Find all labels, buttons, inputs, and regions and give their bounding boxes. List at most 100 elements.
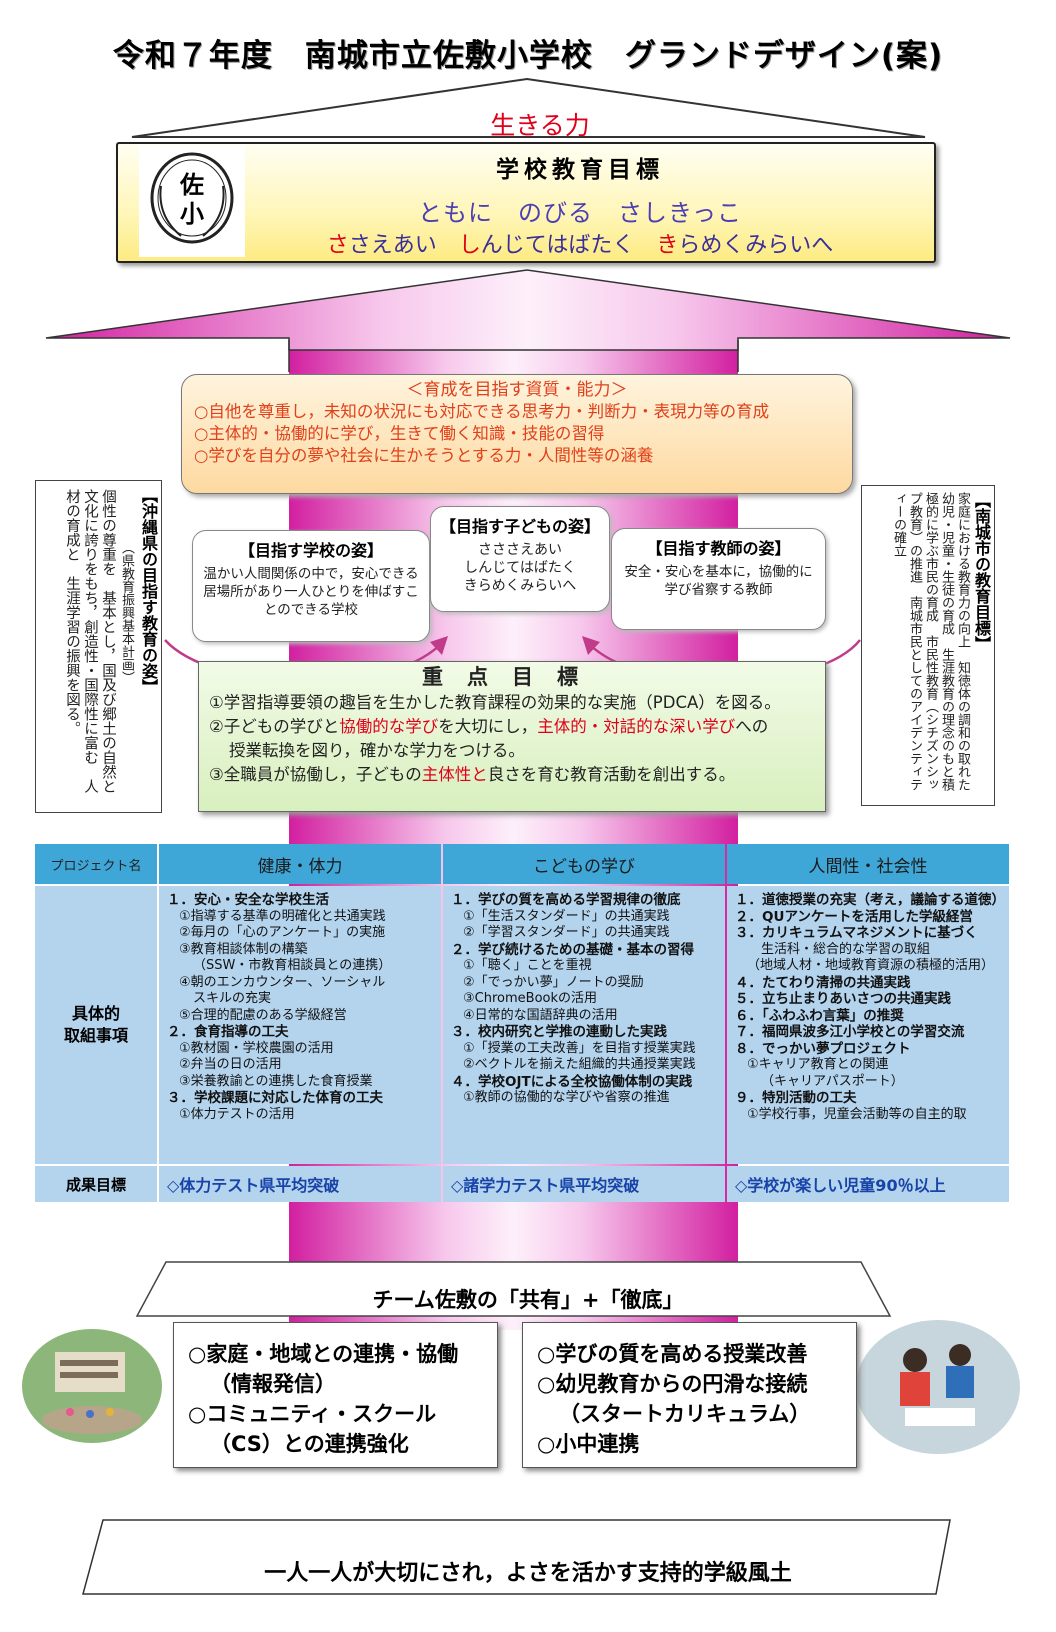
community-item: （CS）との連携強化 — [210, 1432, 409, 1456]
quality-item: ○主体的・協働的に学び，生きて働く知識・技能の習得 — [194, 424, 605, 443]
school-goal-acrostic: ささえあい しんじてはばたく きらめくみらいへ — [326, 233, 834, 258]
action-item: ③栄養教諭との連携した食育授業 — [179, 1073, 373, 1089]
okinawa-heading: 【沖縄県の目指す教育の姿】 — [139, 487, 158, 695]
team-banner-text: チーム佐敷の「共有」+「徹底」 — [372, 1288, 684, 1312]
school-goal-box — [116, 142, 936, 263]
page-title: 令和７年度 南城市立佐敷小学校 グランドデザイン(案) — [112, 38, 944, 74]
row-label-actions: 具体的 取組事項 — [35, 886, 157, 1164]
quality-item: ○学びを自分の夢や社会に生かそうとする力・人間性等の涵養 — [194, 446, 654, 465]
action-item: （地域人材・地域教育資源の積極的活用） — [747, 958, 995, 973]
action-item: 生活科・総合的な学習の取組 — [761, 941, 931, 957]
action-item: ①指導する基準の明確化と共通実践 — [179, 908, 386, 924]
teacher-image-box: 【目指す教師の姿】 安全・安心を基本に，協働的に学び省察する教師 — [611, 528, 826, 630]
action-item: ②「でっかい夢」ノートの奨励 — [463, 974, 644, 990]
teacher-image-heading: 【目指す教師の姿】 — [646, 539, 791, 558]
quality-item: ○自他を尊重し，未知の状況にも対応できる思考力・判断力・表現力等の育成 — [194, 402, 770, 421]
action-item: ③教育相談体制の構築 — [179, 941, 308, 957]
action-item: ①教材園・学校農園の活用 — [179, 1040, 334, 1056]
action-item: ３．カリキュラムマネジメントに基づく — [735, 925, 978, 941]
child-image-line: きらめくみらいへ — [463, 578, 577, 594]
focus-line-2b: 授業転換を図り，確かな学力をつける。 — [229, 741, 525, 760]
school-goal-heading: 学校教育目標 — [496, 157, 664, 183]
nanjo-body: 家庭における教育力の向上 知徳体の調和の取れた幼児・児童・生徒の育成 生涯教育の… — [891, 492, 970, 791]
action-item: ８．でっかい夢プロジェクト — [735, 1040, 911, 1057]
qualities-heading: ＜育成を目指す資質・能力＞ — [406, 380, 628, 400]
column-header: 人間性・社会性 — [727, 844, 1009, 884]
lesson-box: ○学びの質を高める授業改善 ○幼児教育からの円滑な接続 （スタートカリキュラム）… — [522, 1322, 857, 1468]
action-item: ①「生活スタンダード」の共通実践 — [463, 908, 670, 924]
project-table: プロジェクト名 健康・体力 こどもの学び 人間性・社会性 具体的 取組事項 １．… — [33, 842, 1009, 1204]
action-item: ３．学校課題に対応した体育の工夫 — [167, 1090, 383, 1106]
school-image-heading: 【目指す学校の姿】 — [238, 541, 383, 560]
lesson-item: （スタートカリキュラム） — [559, 1402, 811, 1426]
action-item: ２．食育指導の工夫 — [167, 1024, 289, 1040]
result-humanity: ◇学校が楽しい児童90％以上 — [727, 1166, 1009, 1202]
school-goal-motto: ともに のびる さしきっこ — [417, 199, 743, 227]
action-item: ９．特別活動の工夫 — [735, 1090, 857, 1106]
column-header: こどもの学び — [443, 844, 725, 884]
school-emblem: 佐 小 — [139, 146, 245, 257]
action-item: １．道徳授業の充実（考え，議論する道徳） — [735, 892, 1005, 908]
ikiru-label: 生きる力 — [490, 111, 590, 140]
row-label-results: 成果目標 — [35, 1166, 157, 1202]
action-item: ７．福岡県波多江小学校との学習交流 — [735, 1024, 965, 1040]
okinawa-sub: （県教育振興基本計画） — [119, 541, 134, 684]
result-health: ◇体力テスト県平均突破 — [159, 1166, 441, 1202]
action-item: ②弁当の日の活用 — [179, 1057, 282, 1072]
foundation-banner — [82, 1519, 951, 1595]
action-item: ⑤合理的配慮のある学級経営 — [179, 1007, 347, 1023]
teacher-image-body: 安全・安心を基本に，協働的に学び省察する教師 — [624, 564, 813, 598]
roof-triangle — [131, 77, 926, 138]
action-item: １．安心・安全な学校生活 — [167, 892, 329, 908]
action-item: スキルの充実 — [193, 991, 272, 1006]
action-item: ５．立ち止まりあいさつの共通実践 — [735, 991, 951, 1007]
action-item: ①学校行事，児童会活動等の自主的取 — [747, 1106, 967, 1122]
action-item: ④日常的な国語辞典の活用 — [463, 1007, 618, 1023]
result-learning: ◇諸学力テスト県平均突破 — [443, 1166, 725, 1202]
action-item: ４．たてわり清掃の共通実践 — [735, 974, 911, 991]
action-item: ２．学び続けるための基礎・基本の習得 — [451, 941, 694, 958]
okinawa-body: 個性の尊重を 基本とし，国及び郷土の自然と文化に誇りをもち，創造性・国際性に富む… — [64, 489, 116, 794]
action-item: （キャリアパスポート） — [761, 1073, 904, 1089]
action-item: ①「授業の工夫改善」を目指す授業実践 — [463, 1040, 696, 1056]
action-item: ①「聴く」ことを重視 — [463, 958, 592, 973]
action-item: ②「学習スタンダード」の共通実践 — [463, 925, 670, 940]
action-item: １．学びの質を高める学習規律の徹底 — [451, 892, 681, 908]
action-item: ②ベクトルを揃えた組織的共通授業実践 — [463, 1057, 696, 1072]
column-header: 健康・体力 — [159, 844, 441, 884]
nanjo-goal-box: 【南城市の教育目標】 家庭における教育力の向上 知徳体の調和の取れた幼児・児童・… — [861, 485, 995, 806]
focus-heading: 重点目標 — [422, 665, 602, 689]
action-item: ３．校内研究と学推の連動した実践 — [451, 1024, 667, 1040]
action-item: ①体力テストの活用 — [179, 1106, 295, 1122]
foundation-text: 一人一人が大切にされ，よさを活かす支持的学級風土 — [264, 1561, 792, 1586]
upper-arrowhead — [45, 269, 1011, 351]
emblem-text-bottom: 小 — [180, 200, 204, 228]
community-item: （情報発信） — [210, 1372, 336, 1396]
action-item: ①教師の協働的な学びや省察の推進 — [463, 1090, 670, 1105]
action-item: ４．学校OJTによる全校協働体制の実践 — [451, 1073, 693, 1090]
qualities-box: ＜育成を目指す資質・能力＞ ○自他を尊重し，未知の状況にも対応できる思考力・判断… — [181, 374, 853, 494]
community-item: ○家庭・地域との連携・協働 — [188, 1342, 459, 1366]
lesson-item: ○学びの質を高める授業改善 — [537, 1342, 808, 1366]
lesson-item: ○幼児教育からの円滑な接続 — [537, 1372, 808, 1396]
action-item: ③ChromeBookの活用 — [463, 991, 597, 1006]
project-label: プロジェクト名 — [35, 844, 157, 884]
focus-line-1: ①学習指導要領の趣旨を生かした教育課程の効果的な実施（PDCA）を図る。 — [209, 693, 781, 712]
community-item: ○コミュニティ・スクール — [188, 1402, 437, 1426]
team-banner — [135, 1261, 892, 1317]
action-item: ①キャリア教育との関連 — [747, 1057, 889, 1072]
action-item: ６．「ふわふわ言葉」の推奨 — [735, 1007, 904, 1024]
action-item: ２．QUアンケートを活用した学級経営 — [735, 908, 973, 925]
child-image-heading: 【目指す子どもの姿】 — [439, 517, 600, 536]
school-image-box: 【目指す学校の姿】 温かい人間関係の中で，安心できる居場所があり一人ひとりを伸ば… — [192, 530, 430, 642]
emblem-text-top: 佐 — [179, 171, 204, 199]
action-item: ②毎月の「心のアンケート」の実施 — [179, 925, 386, 940]
child-image-box: 【目指す子どもの姿】 さささえあい しんじてはばたく きらめくみらいへ — [430, 506, 610, 612]
child-image-line: しんじてはばたく — [464, 560, 576, 576]
action-item: ④朝のエンカウンター、ソーシャル — [179, 974, 386, 990]
